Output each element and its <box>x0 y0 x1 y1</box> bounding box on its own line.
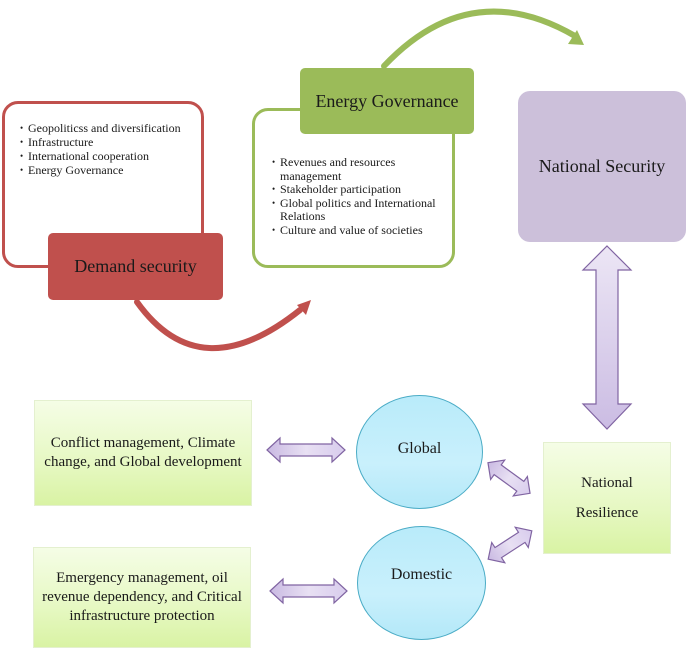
global-label: Global <box>397 440 442 457</box>
global-description-box: Conflict management, Climate change, and… <box>34 400 252 506</box>
list-item: Energy Governance <box>20 163 200 177</box>
red-arrowhead <box>297 300 311 315</box>
list-item: Revenues and resources management <box>272 155 452 183</box>
energy-governance-node: Energy Governance <box>300 68 474 134</box>
national-resilience-line2: Resilience <box>575 505 639 521</box>
global-resilience-arrow <box>487 459 531 497</box>
national-security-node: National Security <box>518 91 686 242</box>
list-item: Geopoliticss and diversification <box>20 121 200 135</box>
green-arrowhead <box>568 30 584 45</box>
national-resilience-line1: National <box>581 475 633 491</box>
domestic-label: Domestic <box>390 566 453 583</box>
list-item: Culture and value of societies <box>272 223 452 238</box>
vertical-double-arrow <box>581 245 633 430</box>
domestic-circle: Domestic <box>357 526 486 640</box>
demand-security-list: Geopoliticss and diversification Infrast… <box>20 121 200 177</box>
list-item: Global politics and International Relati… <box>272 196 452 224</box>
domestic-double-arrow <box>269 577 348 605</box>
domestic-description: Emergency management, oil revenue depend… <box>42 570 242 624</box>
domestic-resilience-arrow <box>487 526 533 564</box>
energy-governance-title: Energy Governance <box>315 90 459 111</box>
list-item: Infrastructure <box>20 135 200 149</box>
demand-security-title: Demand security <box>74 256 197 276</box>
national-security-title: National Security <box>538 156 666 176</box>
global-circle: Global <box>356 395 483 509</box>
red-curved-arrow <box>134 299 303 352</box>
list-item: International cooperation <box>20 149 200 163</box>
demand-security-node: Demand security <box>48 233 223 300</box>
global-description: Conflict management, Climate change, and… <box>44 435 242 470</box>
global-double-arrow <box>266 436 346 464</box>
national-resilience-node: National Resilience <box>543 442 671 554</box>
green-curved-arrow <box>381 8 578 69</box>
domestic-description-box: Emergency management, oil revenue depend… <box>33 547 251 648</box>
list-item: Stakeholder participation <box>272 182 452 197</box>
energy-governance-list: Revenues and resources management Stakeh… <box>272 155 452 238</box>
